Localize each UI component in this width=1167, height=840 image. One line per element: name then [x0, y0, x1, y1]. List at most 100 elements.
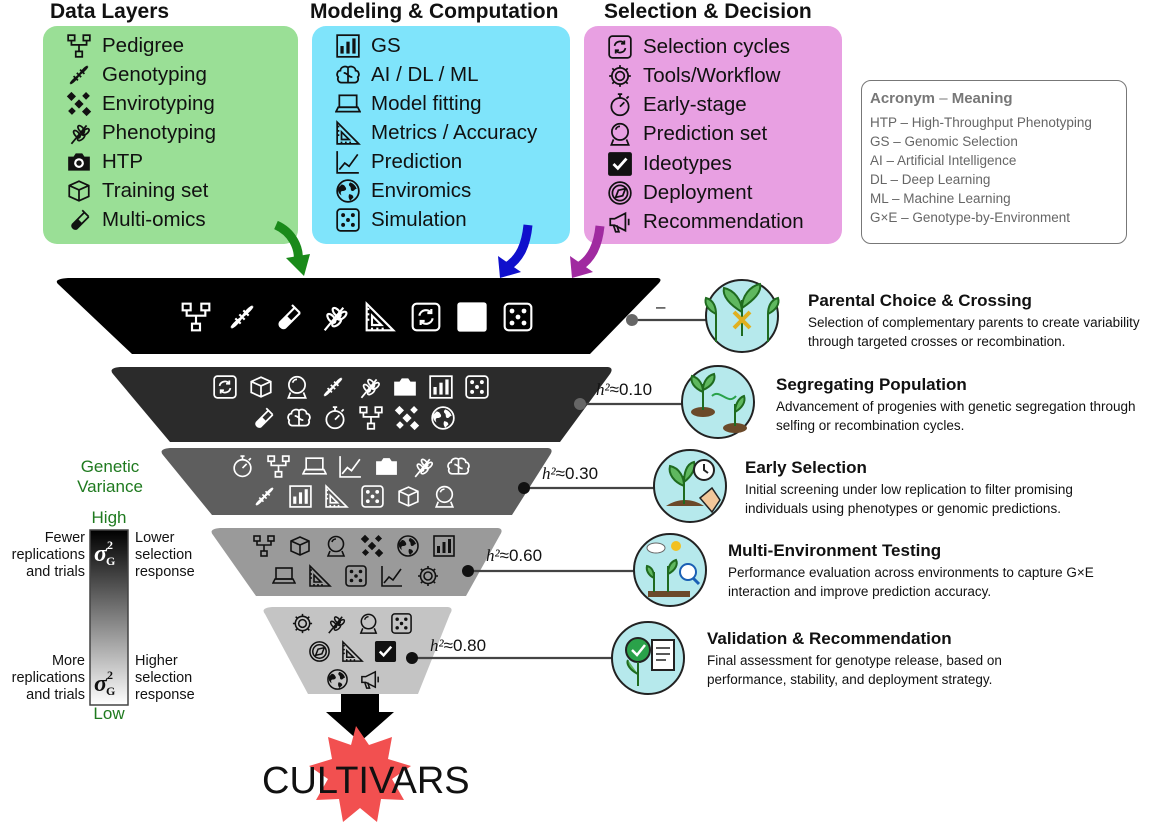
brain-icon	[286, 405, 312, 431]
sigma-sup: 2	[106, 668, 113, 682]
stopwatch-icon	[322, 405, 348, 431]
segregating-illustration	[681, 365, 755, 439]
cultivars-label: CULTIVARS	[262, 760, 470, 802]
h2-value: ≈0.10	[609, 380, 653, 399]
laptop-icon	[272, 564, 296, 588]
legend-row: ML – Machine Learning	[870, 191, 1011, 206]
green-arrow	[273, 220, 310, 276]
stage-title-validation: Validation & Recommendation	[707, 629, 952, 648]
early-selection-illustration	[653, 449, 727, 523]
h2-value: ≈0.30	[555, 464, 599, 483]
set-square-icon	[341, 640, 364, 663]
connector-dot-3	[518, 482, 530, 494]
stage-title-parental: Parental Choice & Crossing	[808, 291, 1032, 310]
stage-desc-early: Initial screening under low replication …	[745, 482, 1073, 516]
h2-label-stage-4: h²≈0.60	[486, 546, 542, 566]
megaphone-icon	[359, 668, 382, 691]
selection-label: Selection cycles	[643, 35, 790, 58]
legend-row: G×E – Genotype-by-Environment	[870, 210, 1070, 225]
note-line: and trials	[26, 564, 85, 580]
cultivars-star	[309, 726, 411, 822]
sigma-symbol: σ	[94, 541, 107, 567]
stage-title-early: Early Selection	[745, 458, 867, 477]
modeling-label: Model fitting	[371, 92, 482, 115]
funnel-icons-layer-3b	[252, 484, 457, 509]
box-icon	[248, 374, 274, 400]
note-line: selection	[135, 547, 193, 563]
modeling-item-gs: GS	[335, 33, 401, 59]
note-line: replications	[11, 547, 85, 563]
note-line: selection	[135, 670, 193, 686]
wheat-icon	[356, 374, 382, 400]
modeling-item-simulation: Simulation	[335, 207, 467, 233]
note-line: replications	[11, 670, 85, 686]
bottom-left-note: More replications and trials	[0, 653, 85, 704]
data-layer-item-pedigree: Pedigree	[66, 33, 184, 59]
legend-row: HTP – High-Throughput Phenotyping	[870, 115, 1092, 130]
validation-illustration	[611, 621, 685, 695]
selection-item-cycles: Selection cycles	[607, 34, 790, 60]
data-layer-label: HTP	[102, 150, 143, 173]
modeling-item-prediction: Prediction	[335, 149, 462, 175]
gear-icon	[291, 612, 314, 635]
modeling-item-model-fitting: Model fitting	[335, 91, 482, 117]
pedigree-icon	[266, 454, 291, 479]
variance-high-label: High	[91, 508, 127, 527]
legend-row: GS – Genomic Selection	[870, 134, 1018, 149]
funnel-icons-layer-2a	[212, 374, 490, 400]
camera-icon	[374, 454, 399, 479]
crystal-ball-icon	[432, 484, 457, 509]
selection-item-ideotypes: Ideotypes	[607, 151, 732, 177]
sigma-top: σ2G	[94, 538, 115, 569]
test-tube-icon	[250, 405, 276, 431]
sigma-sup: 2	[106, 538, 113, 552]
stage-desc-segregating: Advancement of progenies with genetic se…	[776, 399, 1136, 433]
data-layer-item-htp: HTP	[66, 149, 143, 175]
modeling-title: Modeling & Computation	[310, 0, 559, 23]
funnel-icons-layer-4b	[272, 564, 440, 588]
modeling-label: Prediction	[371, 150, 463, 173]
note-line: More	[51, 653, 85, 669]
dice-icon	[502, 301, 534, 333]
legend-title-sep: –	[935, 90, 952, 107]
stage-desc-met: Performance evaluation across environmen…	[728, 565, 1094, 599]
data-layer-label: Training set	[102, 179, 209, 202]
data-layers-title: Data Layers	[50, 0, 170, 23]
data-layer-label: Pedigree	[102, 34, 185, 57]
connector-dot-1	[626, 314, 638, 326]
selection-item-recommendation: Recommendation	[607, 209, 804, 235]
funnel-icons-layer-5c	[326, 668, 382, 691]
dna-icon	[320, 374, 346, 400]
box-icon	[396, 484, 421, 509]
data-layer-label: Phenotyping	[102, 121, 216, 144]
stage-desc-validation: Final assessment for genotype release, b…	[707, 653, 1002, 687]
bar-chart-icon	[432, 534, 456, 558]
gv-line-2: Variance	[77, 477, 143, 496]
line-chart-icon	[338, 454, 363, 479]
top-left-note: Fewer replications and trials	[0, 530, 85, 581]
dice-icon	[360, 484, 385, 509]
wheat-icon	[324, 612, 347, 635]
selection-label: Early-stage	[643, 93, 747, 116]
stage-desc-parental: Selection of complementary parents to cr…	[808, 315, 1140, 349]
bar-chart-icon	[288, 484, 313, 509]
connector-dot-5	[406, 652, 418, 664]
globe-icon	[430, 405, 456, 431]
legend-row: AI – Artificial Intelligence	[870, 153, 1017, 168]
note-line: response	[135, 564, 195, 580]
h2-label-stage-1: –	[656, 297, 665, 317]
gv-line-1: Genetic	[80, 457, 140, 476]
selection-label: Recommendation	[643, 210, 804, 233]
crystal-ball-icon	[324, 534, 348, 558]
connector-dot-4	[462, 565, 474, 577]
box-icon	[288, 534, 312, 558]
stage-title-met: Multi-Environment Testing	[728, 541, 942, 560]
selection-label: Deployment	[643, 181, 753, 204]
checkbox-icon	[374, 640, 397, 663]
brain-icon	[446, 454, 471, 479]
modeling-label: AI / DL / ML	[371, 63, 479, 86]
funnel-layer-1	[56, 278, 661, 354]
h2-value: ≈0.80	[443, 636, 487, 655]
stopwatch-icon	[230, 454, 255, 479]
selection-item-deployment: Deployment	[607, 180, 752, 206]
